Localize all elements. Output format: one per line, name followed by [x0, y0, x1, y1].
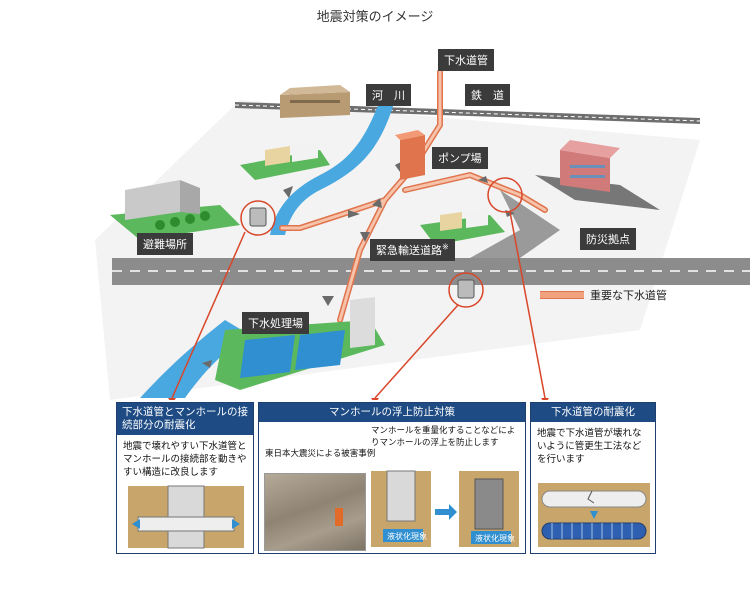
label-treatment-plant: 下水処理場	[242, 312, 309, 334]
side-road	[470, 190, 560, 258]
panel-1-title: 下水道管とマンホールの接続部分の耐震化	[117, 403, 253, 435]
panel-3-title: 下水道管の耐震化	[531, 403, 655, 422]
liquefaction-label-2: 液状化現象	[475, 534, 515, 543]
emergency-road-note: ※	[442, 242, 449, 252]
label-emergency-road: 緊急輸送道路※	[370, 239, 455, 261]
pipe-rehab-figure	[538, 483, 650, 547]
pump-station-building	[395, 130, 425, 180]
legend-pipe-swatch	[540, 291, 584, 299]
page-title: 地震対策のイメージ	[316, 10, 434, 25]
legend: 重要な下水道管	[540, 287, 667, 303]
panel-pipe-seismic: 下水道管の耐震化 地震で下水道管が壊れないように管更生工法などを行います	[530, 402, 656, 554]
city-illustration	[95, 69, 750, 400]
label-pump-station: ポンプ場	[432, 147, 488, 169]
river	[270, 100, 395, 235]
damage-photo	[264, 473, 366, 551]
manhole-callouts	[171, 177, 546, 399]
manhole-joint-figure	[128, 485, 244, 549]
treatment-plant	[215, 297, 385, 390]
emergency-road-text: 緊急輸送道路	[376, 244, 442, 257]
label-railway: 鉄 道	[465, 84, 510, 106]
emergency-road	[112, 258, 750, 285]
houses-upper	[240, 142, 330, 180]
label-sewer-pipe: 下水道管	[438, 49, 494, 71]
panel-1-text: 地震で壊れやすい下水道管とマンホールの接続部を動きやすい構造に改良します	[123, 441, 247, 478]
manhole-icons	[249, 207, 475, 299]
factory-building	[280, 85, 350, 118]
liquefaction-label-1: 液状化現象	[387, 532, 427, 541]
panel-2-title: マンホールの浮上防止対策	[259, 403, 525, 422]
panel-3-text: 地震で下水道管が壊れないように管更生工法などを行います	[537, 428, 642, 465]
disaster-base-building	[535, 140, 660, 210]
panel-flotation-prevention: マンホールの浮上防止対策 東日本大震災による被害事例 マンホールを重量化すること…	[258, 402, 526, 554]
evacuation-school	[110, 180, 240, 240]
callout-arrowheads	[168, 398, 549, 400]
label-evacuation-site: 避難場所	[137, 233, 193, 255]
panel-joint-seismic: 下水道管とマンホールの接続部分の耐震化 地震で壊れやすい下水道管とマンホールの接…	[116, 402, 254, 554]
panel-2-text: マンホールを重量化することなどによりマンホールの浮上を防止します	[371, 426, 516, 448]
flotation-figure	[371, 470, 519, 547]
houses-lower	[420, 209, 505, 245]
flow-arrows	[202, 160, 515, 368]
panel-2-case-label: 東日本大震災による被害事例	[265, 449, 376, 459]
label-disaster-base: 防災拠点	[580, 228, 636, 250]
label-river: 河 川	[366, 84, 411, 106]
river-lower	[140, 320, 250, 398]
legend-label: 重要な下水道管	[590, 289, 667, 302]
